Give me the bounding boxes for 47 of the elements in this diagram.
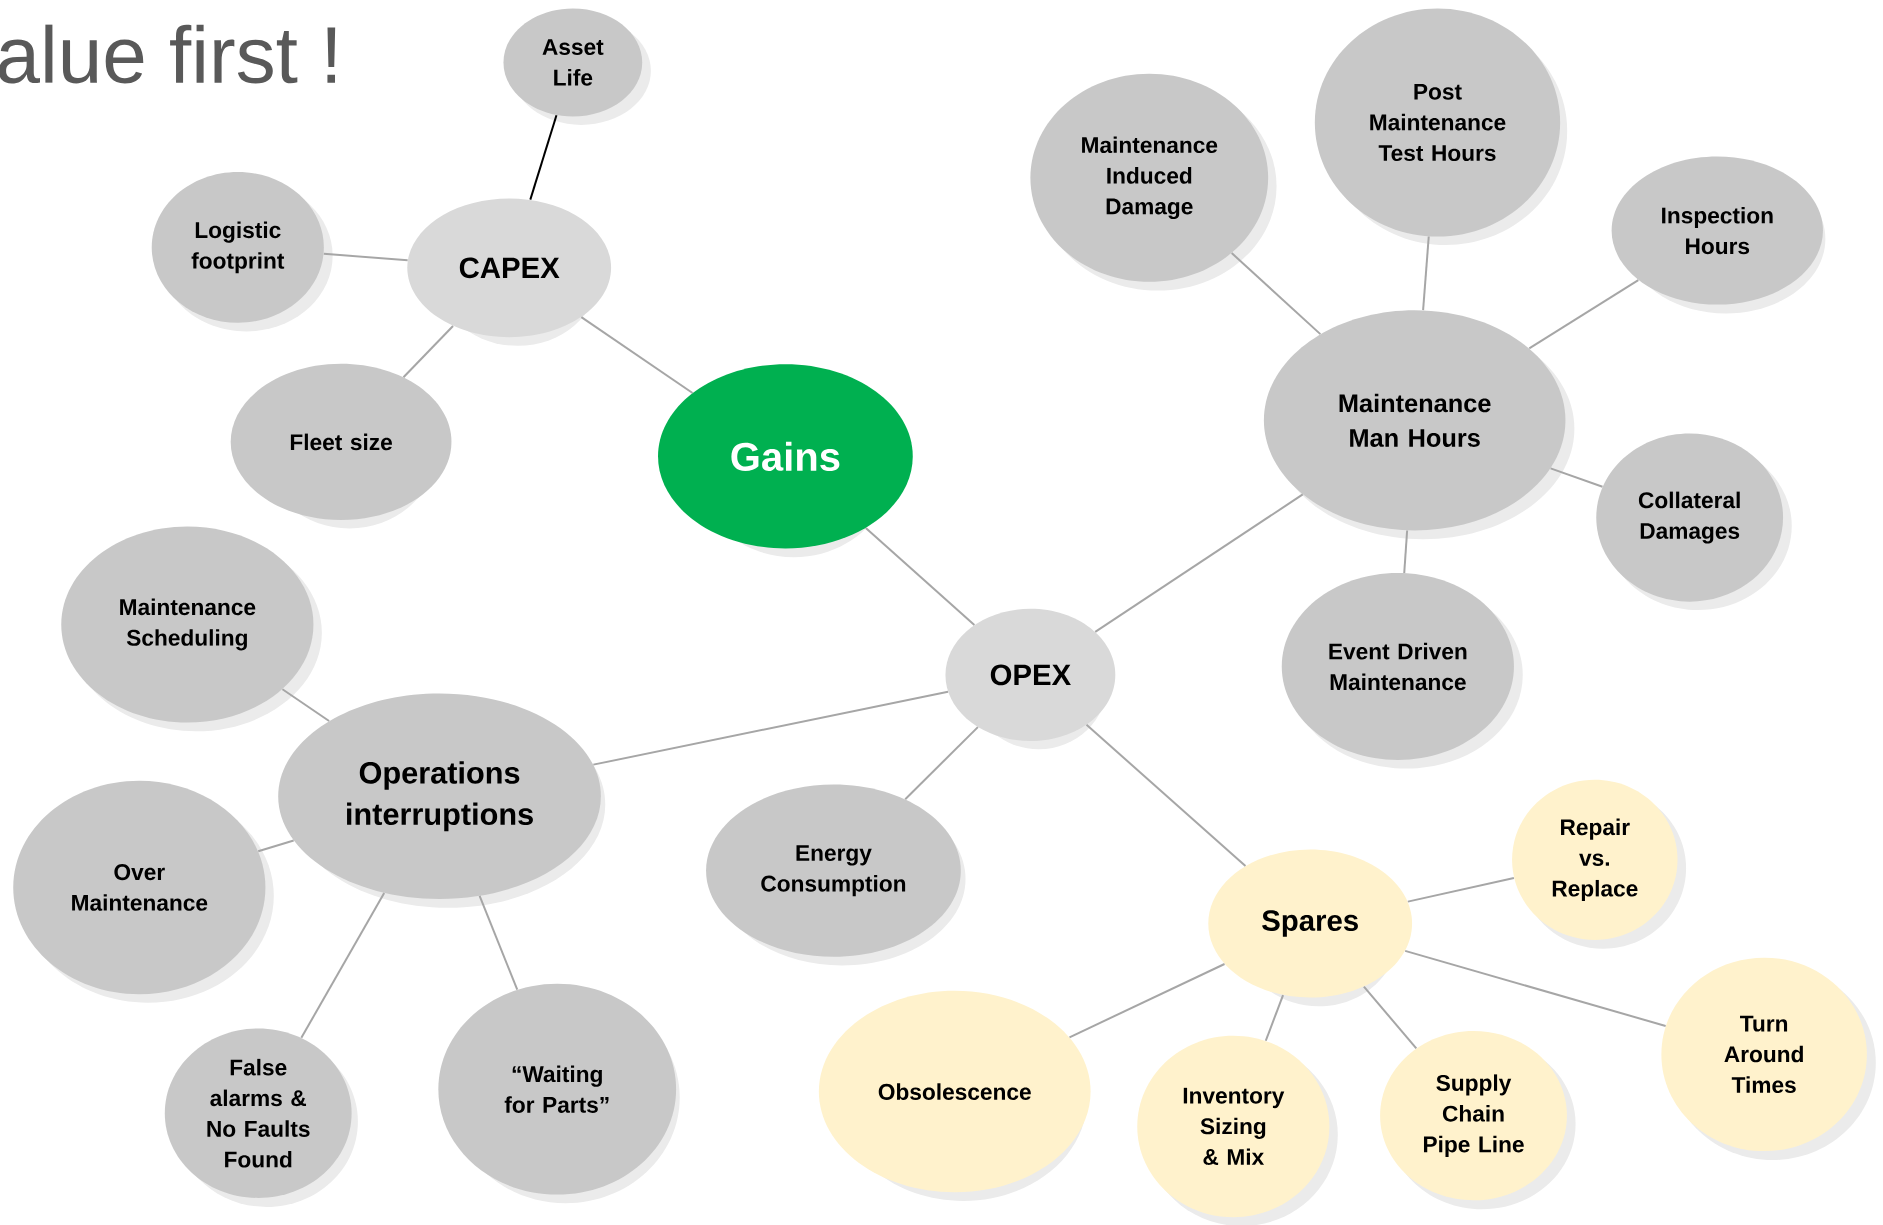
connector-line	[1264, 994, 1285, 1042]
connector-line	[1404, 949, 1667, 1028]
category-bubble: Spares	[1208, 849, 1413, 1007]
connector-line	[580, 316, 694, 394]
topic-bubble: Energy Consumption	[706, 784, 966, 966]
category-bubble: OPEX	[945, 608, 1116, 750]
connector-line	[592, 690, 949, 766]
connector-line	[1528, 279, 1640, 350]
connector-line	[529, 114, 558, 201]
connector-line	[257, 839, 295, 853]
category-bubble: CAPEX	[407, 198, 612, 346]
topic-bubble: Maintenance Scheduling	[61, 526, 322, 732]
connector-line	[1094, 493, 1304, 633]
topic-bubble: Asset Life	[503, 8, 651, 125]
topic-bubble: Over Maintenance	[13, 780, 274, 1003]
connector-line	[281, 688, 331, 723]
topic-bubble: Inspection Hours	[1611, 156, 1826, 314]
topic-bubble: Repair vs. Replace	[1512, 779, 1687, 949]
center-bubble: Gains	[658, 364, 913, 558]
connector-line	[1406, 876, 1515, 903]
connector-line	[904, 726, 979, 801]
connector-line	[1085, 723, 1247, 868]
topic-bubble: Fleet size	[230, 363, 452, 529]
connector-line	[1549, 467, 1604, 488]
topic-bubble: Collateral Damages	[1596, 433, 1792, 611]
topic-bubble: Maintenance Man Hours	[1263, 310, 1575, 540]
topic-bubble: Post Maintenance Test Hours	[1314, 8, 1568, 245]
topic-bubble: Turn Around Times	[1661, 957, 1876, 1161]
connector-line	[1362, 985, 1418, 1050]
connector-line	[478, 895, 519, 991]
topic-bubble: Supply Chain Pipe Line	[1380, 1030, 1576, 1210]
connector-line	[864, 527, 976, 626]
topic-bubble: “Waiting for Parts”	[438, 983, 680, 1204]
connector-line	[1230, 252, 1322, 336]
topic-bubble: Event Driven Maintenance	[1281, 573, 1523, 769]
topic-bubble: False alarms & No Faults Found	[164, 1028, 358, 1207]
connector-line	[300, 892, 386, 1039]
topic-bubble: Logistic footprint	[151, 172, 333, 332]
connector-line	[1422, 235, 1430, 312]
connector-line	[402, 325, 454, 379]
topic-bubble: Inventory Sizing & Mix	[1137, 1035, 1338, 1225]
topic-bubble: Obsolescence	[818, 990, 1091, 1201]
topic-bubble: Operations interruptions	[278, 693, 606, 908]
topic-bubble: Maintenance Induced Damage	[1030, 73, 1277, 291]
connector-line	[1068, 963, 1226, 1039]
connector-line	[1403, 529, 1409, 574]
connector-line	[322, 252, 409, 262]
